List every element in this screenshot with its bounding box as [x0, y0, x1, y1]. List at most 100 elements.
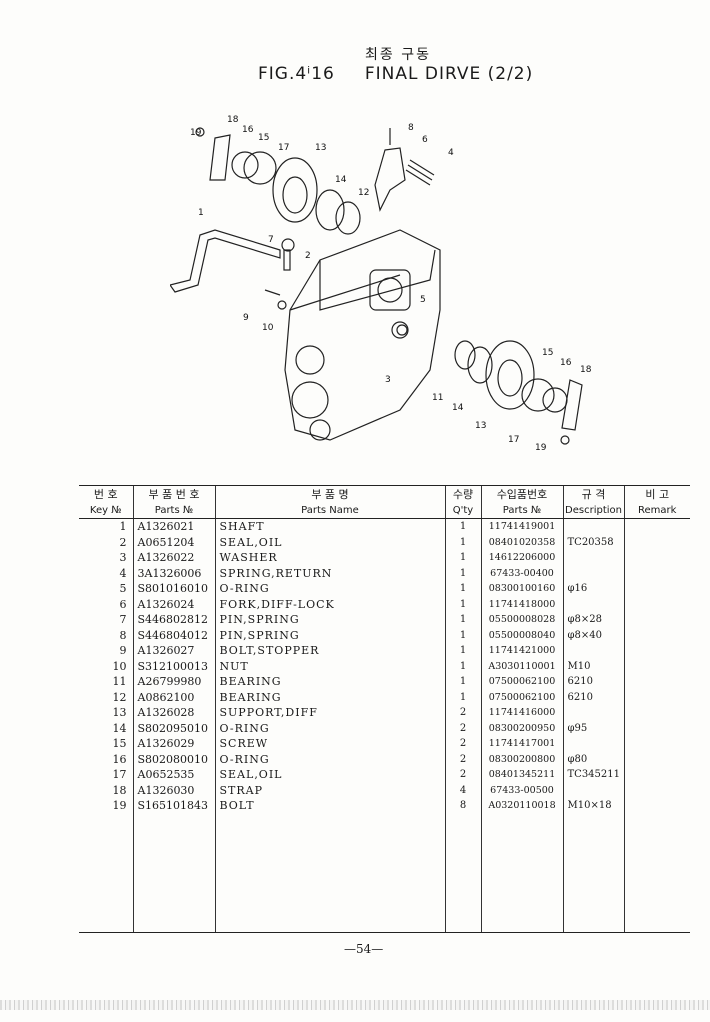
- support-13-right: [485, 340, 535, 410]
- cell-desc: φ8×40: [562, 627, 624, 643]
- strap-18-left: [209, 134, 231, 181]
- cell-import-no: 67433-00500: [480, 782, 563, 798]
- cell-desc: M10×18: [562, 798, 624, 814]
- cell-key: 19: [112, 799, 127, 813]
- cell-key: 8: [119, 628, 127, 642]
- table-row: 19S165101843BOLT볼트8A0320110018M10×18: [79, 798, 690, 814]
- cell-import-no: 11741417001: [480, 736, 563, 752]
- cell-remark: [623, 581, 690, 597]
- part-name-en: NUT: [219, 659, 249, 673]
- part-name-en: O-RING: [219, 582, 270, 596]
- cell-import-no: 08401345211: [480, 767, 563, 783]
- cell-qty: 4: [444, 782, 481, 798]
- callout-label: 4: [448, 148, 454, 158]
- cell-key: 5: [119, 582, 127, 596]
- cell-desc: [562, 736, 624, 752]
- cell-desc: TC20358: [562, 534, 624, 550]
- callout-label: 9: [243, 313, 249, 323]
- cell-remark: [623, 720, 690, 736]
- cell-part-no: A1326022: [132, 550, 215, 566]
- callout-label: 14: [452, 403, 464, 413]
- cell-import-no: 11741416000: [480, 705, 563, 721]
- cell-qty: 1: [444, 658, 481, 674]
- cell-key: 2: [119, 535, 127, 549]
- page-number: —54—: [344, 942, 384, 956]
- cell-import-no: 05500008028: [480, 612, 563, 628]
- cell-remark: [623, 550, 690, 566]
- cell-desc: [562, 518, 624, 535]
- oring-14-right: [467, 346, 493, 384]
- header-qty-kr: 수량: [444, 485, 481, 502]
- cell-name: FORK,DIFF-LOCK포크: [214, 596, 445, 612]
- header-name-en: Parts Name: [214, 502, 445, 519]
- header-qty-en: Q'ty: [444, 502, 481, 519]
- cell-qty: 1: [444, 596, 481, 612]
- part-name-en: SPRING,RETURN: [219, 566, 333, 580]
- oring-16-right: [542, 387, 568, 413]
- callout-label: 18: [580, 365, 592, 375]
- cell-key: 17: [112, 768, 127, 782]
- header-import-no-en: Parts №: [480, 502, 563, 519]
- cell-part-no: A1326029: [132, 736, 215, 752]
- shaft-1: [170, 229, 281, 293]
- cell-qty: 1: [444, 550, 481, 566]
- callout-label: 8: [408, 123, 414, 133]
- part-name-en: O-RING: [219, 721, 270, 735]
- cell-remark: [623, 627, 690, 643]
- cell-desc: φ16: [562, 581, 624, 597]
- cell-remark: [623, 658, 690, 674]
- cell-qty: 2: [444, 720, 481, 736]
- cell-name: O-RINGO-링: [214, 581, 445, 597]
- callout-label: 15: [258, 133, 269, 143]
- cell-name: SUPPORT,DIFF써포트: [214, 705, 445, 721]
- table-row: 12A0862100BEARING베어링1075000621006210: [79, 689, 690, 705]
- cell-desc: [562, 705, 624, 721]
- cell-remark: [623, 736, 690, 752]
- cell-part-no: A1326030: [132, 782, 215, 798]
- empty-cell: [79, 813, 133, 933]
- cell-part-no: A0651204: [132, 534, 215, 550]
- table-row: 1A1326021SHAFT축111741419001: [79, 518, 690, 535]
- cell-part-no: A1326021: [132, 518, 215, 535]
- cell-key: 3: [119, 551, 127, 565]
- part-name-en: BOLT,STOPPER: [219, 644, 320, 658]
- cell-remark: [623, 643, 690, 659]
- cell-desc: [562, 565, 624, 581]
- cell-remark: [623, 612, 690, 628]
- cell-remark: [623, 767, 690, 783]
- part-name-en: FORK,DIFF-LOCK: [219, 597, 335, 611]
- cell-key: 14: [112, 721, 127, 735]
- cell-import-no: A3030110001: [480, 658, 563, 674]
- header-part-no-kr: 부 품 번 호: [132, 485, 215, 502]
- cell-part-no: S802080010: [132, 751, 215, 767]
- spring-4: [405, 159, 435, 186]
- cell-import-no: 07500062100: [480, 674, 563, 690]
- cell-key: 6: [119, 597, 127, 611]
- bolt-19-right: [560, 435, 570, 445]
- part-name-en: O-RING: [219, 752, 270, 766]
- cell-remark: [623, 798, 690, 814]
- cell-qty: 1: [444, 643, 481, 659]
- callout-label: 19: [535, 443, 547, 453]
- cell-desc: M10: [562, 658, 624, 674]
- cell-qty: 1: [444, 689, 481, 705]
- cell-part-no: A1326024: [132, 596, 215, 612]
- cell-part-no: A0652535: [132, 767, 215, 783]
- cell-name: SEAL,OIL씰: [214, 767, 445, 783]
- cell-key: 15: [112, 737, 127, 751]
- screw-15-right: [521, 378, 555, 412]
- cell-name: STRAP스트랩: [214, 782, 445, 798]
- empty-cell: [444, 813, 481, 933]
- cell-remark: [623, 689, 690, 705]
- cell-qty: 1: [444, 674, 481, 690]
- header-remark-kr: 비 고: [623, 485, 690, 502]
- header-desc-kr: 규 격: [562, 485, 624, 502]
- callout-label: 1: [198, 208, 204, 218]
